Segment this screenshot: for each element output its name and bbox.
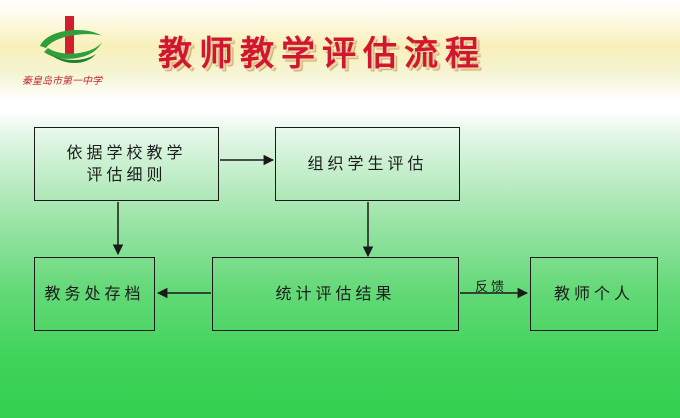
- feedback-label: 反馈: [475, 280, 508, 295]
- box-evaluation-basis-line-1: 依据学校教学: [66, 143, 187, 162]
- page-title: 教师教学评估流程: [158, 34, 486, 74]
- box-evaluation-basis: 依据学校教学 评估细则: [34, 127, 219, 201]
- header-banner: [0, 0, 680, 100]
- box-statistical-results: 统计评估结果: [212, 257, 459, 331]
- box-academic-affairs-archive: 教务处存档: [34, 257, 155, 331]
- box-evaluation-basis-line-2: 评估细则: [86, 165, 167, 184]
- school-motto: 秦皇岛市第一中学: [22, 76, 102, 87]
- box-student-evaluation: 组织学生评估: [275, 127, 460, 201]
- box-individual-teacher: 教师个人: [530, 257, 658, 331]
- school-logo-icon: [40, 16, 102, 63]
